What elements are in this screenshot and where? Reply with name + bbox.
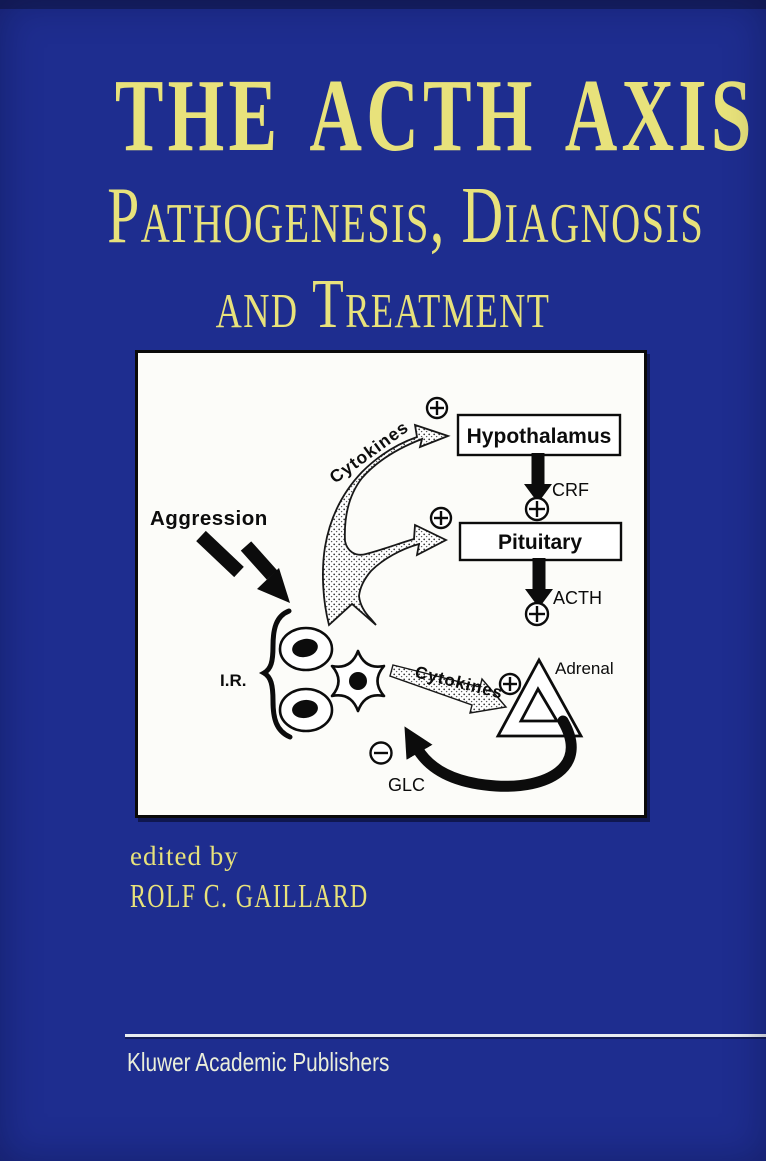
plus-circle-icon [524, 601, 550, 627]
aggression-lightning-arrow [196, 530, 290, 603]
ir-label: I.R. [220, 671, 246, 690]
plus-circle-icon [425, 396, 449, 420]
ir-brace [258, 608, 293, 740]
minus-circle-icon [369, 741, 393, 765]
edited-by-text: edited by [130, 841, 239, 871]
acth-arrow [525, 558, 553, 608]
plus-circle-icon [429, 506, 453, 530]
hpa-axis-diagram-panel: Cytokines Hypothalamus CRF [135, 350, 647, 818]
cytokines-upper-label: Cytokines [326, 417, 413, 488]
hpa-axis-diagram: Cytokines Hypothalamus CRF [150, 396, 623, 795]
plus-circle-icon [524, 496, 550, 522]
glc-label: GLC [388, 775, 425, 795]
cover-top-edge [0, 0, 766, 9]
publisher-name: Kluwer Academic Publishers [127, 1047, 390, 1077]
pituitary-label: Pituitary [498, 531, 582, 554]
star-immune-cell [330, 649, 386, 713]
book-subtitle-line1: Pathogenesis, Diagnosis [107, 172, 705, 260]
hypothalamus-box [456, 413, 622, 457]
book-subtitle-line2: and Treatment [215, 266, 551, 343]
hypothalamus-label: Hypothalamus [467, 425, 612, 448]
immune-cell [278, 687, 334, 733]
divider-line [125, 1034, 766, 1037]
cytokines-branching-arrow [322, 423, 451, 627]
glc-feedback-arrow [404, 715, 577, 792]
cytokines-straight-arrow [389, 664, 508, 714]
crf-label: CRF [552, 480, 589, 500]
book-title: THE ACTH AXIS [114, 58, 756, 173]
crf-arrow [524, 453, 552, 503]
immune-cell [278, 626, 334, 672]
aggression-label: Aggression [150, 507, 268, 530]
acth-label: ACTH [553, 588, 602, 608]
editor-name: ROLF C. GAILLARD [130, 878, 369, 915]
adrenal-label: Adrenal [555, 659, 614, 678]
plus-circle-icon [498, 672, 522, 696]
